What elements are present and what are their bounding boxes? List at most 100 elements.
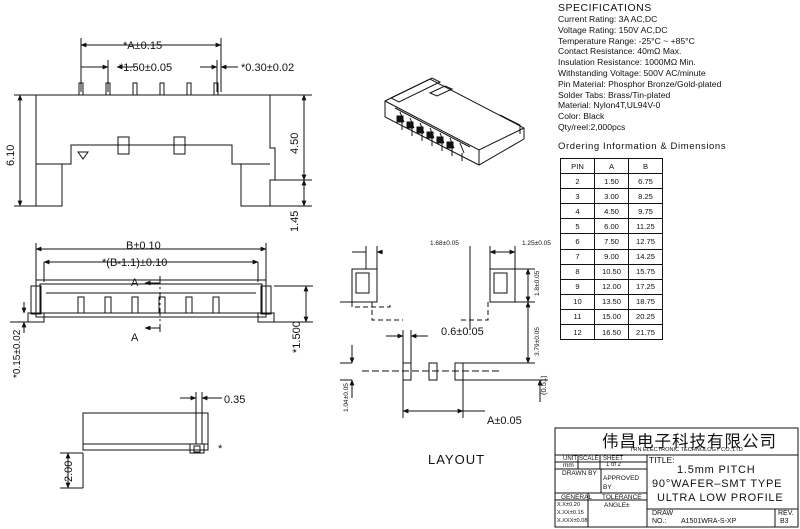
ordering-header-cell: PIN [560,157,595,175]
draw-label: DRAW [652,510,674,517]
table-cell: 4.50 [594,203,629,220]
table-cell: 9.00 [594,248,629,265]
table-cell: 15.75 [628,263,663,280]
table-cell: 21.75 [628,324,663,341]
table-cell: 8 [560,263,595,280]
dim-b-minus: *(B-1.1)±0.10 [102,257,167,269]
spec-line: Contact Resistance: 40mΩ Max. [558,46,682,57]
table-cell: 6.75 [628,173,663,190]
table-cell: 14.25 [628,248,663,265]
spec-line: Solder Tabs: Brass/Tin-plated [558,89,671,100]
layout-dim-168: 1.68±0.05 [430,240,459,247]
spec-line: Material: Nylon4T,UL94V-0 [558,100,661,111]
spec-line: Voltage Rating: 150V AC,DC [558,24,668,35]
table-cell: 10 [560,293,595,310]
title-line-2: 90°WAFER–SMT TYPE [652,478,783,490]
rev-value: B3 [780,518,789,525]
specifications-title: SPECIFICATIONS [558,2,652,14]
angle-label: ANGLE± [604,502,630,509]
section-label-top: A [131,277,139,289]
table-cell: 5 [560,218,595,235]
layout-dim-379: 3.79±0.05 [534,327,541,356]
layout-dim-104: 1.04±0.05 [343,383,350,412]
table-cell: 11.25 [628,218,663,235]
spec-line: Temperature Range: -25°C ~ +85°C [558,35,695,46]
table-cell: 9.75 [628,203,663,220]
title-block-frame [554,427,799,528]
table-cell: 12 [560,324,595,341]
table-cell: 10.50 [594,263,629,280]
layout-dim-18: 1.8±0.05 [534,270,541,296]
spec-line: Color: Black [558,111,605,122]
spec-line: Insulation Resistance: 1000MΩ Min. [558,57,696,68]
layout-dim-051: (0.51) [539,375,548,395]
unit-value: mm [563,462,574,469]
title-label: TITLE: [649,455,675,465]
dim-035: 0.35 [224,394,245,406]
layout-dim-a: A±0.05 [487,415,522,427]
unit-label: UNIT [563,456,577,462]
connector-isometric [384,77,525,166]
tol-2: X.XX±0.15 [557,510,584,516]
table-cell: 12.00 [594,278,629,295]
table-cell: 9 [560,278,595,295]
bottom-view [10,243,313,334]
table-cell: 3 [560,188,595,205]
dim-b: B±0.10 [126,240,161,252]
table-cell: 11 [560,308,595,326]
dim-coplanar: *0.15±0.02 [12,329,23,378]
table-cell: 17.25 [628,278,663,295]
table-cell: 18.75 [628,293,663,310]
pcb-layout [340,246,548,418]
table-cell: 7.50 [594,233,629,250]
dim-pin-width: *0.30±0.02 [241,62,294,74]
title-line-1: 1.5mm PITCH [677,464,756,476]
dim-610: 6.10 [5,145,17,166]
table-cell: 7 [560,248,595,265]
spec-line: Current Rating: 3A AC,DC [558,14,658,24]
table-cell: 4 [560,203,595,220]
dim-a: *A±0.15 [123,40,162,52]
rev-label: REV. [778,510,794,517]
spec-line: Pin Material: Phosphor Bronze/Gold-plate… [558,78,722,89]
table-cell: 3.00 [594,188,629,205]
sheet-label: SHEET [603,456,624,462]
ordering-header-cell: B [628,157,663,175]
drawn-by-label: DRAWN BY [562,470,597,477]
note-star: * [218,443,223,455]
side-detail [60,392,222,489]
table-cell: 15.00 [594,308,629,326]
table-cell: 1.50 [594,173,629,190]
company-name-cn: 伟昌电子科技有限公司 [602,433,777,451]
tol-1: X.X±0.20 [557,502,580,508]
bottom-pins [77,296,220,314]
ordering-title: Ordering Information & Dimensions [558,141,727,152]
sheet-value: 1 of 2 [606,462,622,468]
front-view [14,38,312,207]
title-line-3: ULTRA LOW PROFILE [657,492,784,504]
layout-dim-06: 0.6±0.05 [441,326,484,338]
layout-label: LAYOUT [428,452,485,467]
table-cell: 13.50 [594,293,629,310]
section-label-bottom: A [131,332,139,344]
tol-3: X.XXX±0.08 [557,518,588,524]
table-cell: 20.25 [628,308,663,326]
scale-label: SCALE [579,456,599,462]
ordering-header-cell: A [594,157,629,175]
spec-line: Qty/reel:2,000pcs [558,122,626,132]
table-cell: 8.25 [628,188,663,205]
approved-by-label: APPROVED BY [603,475,640,491]
